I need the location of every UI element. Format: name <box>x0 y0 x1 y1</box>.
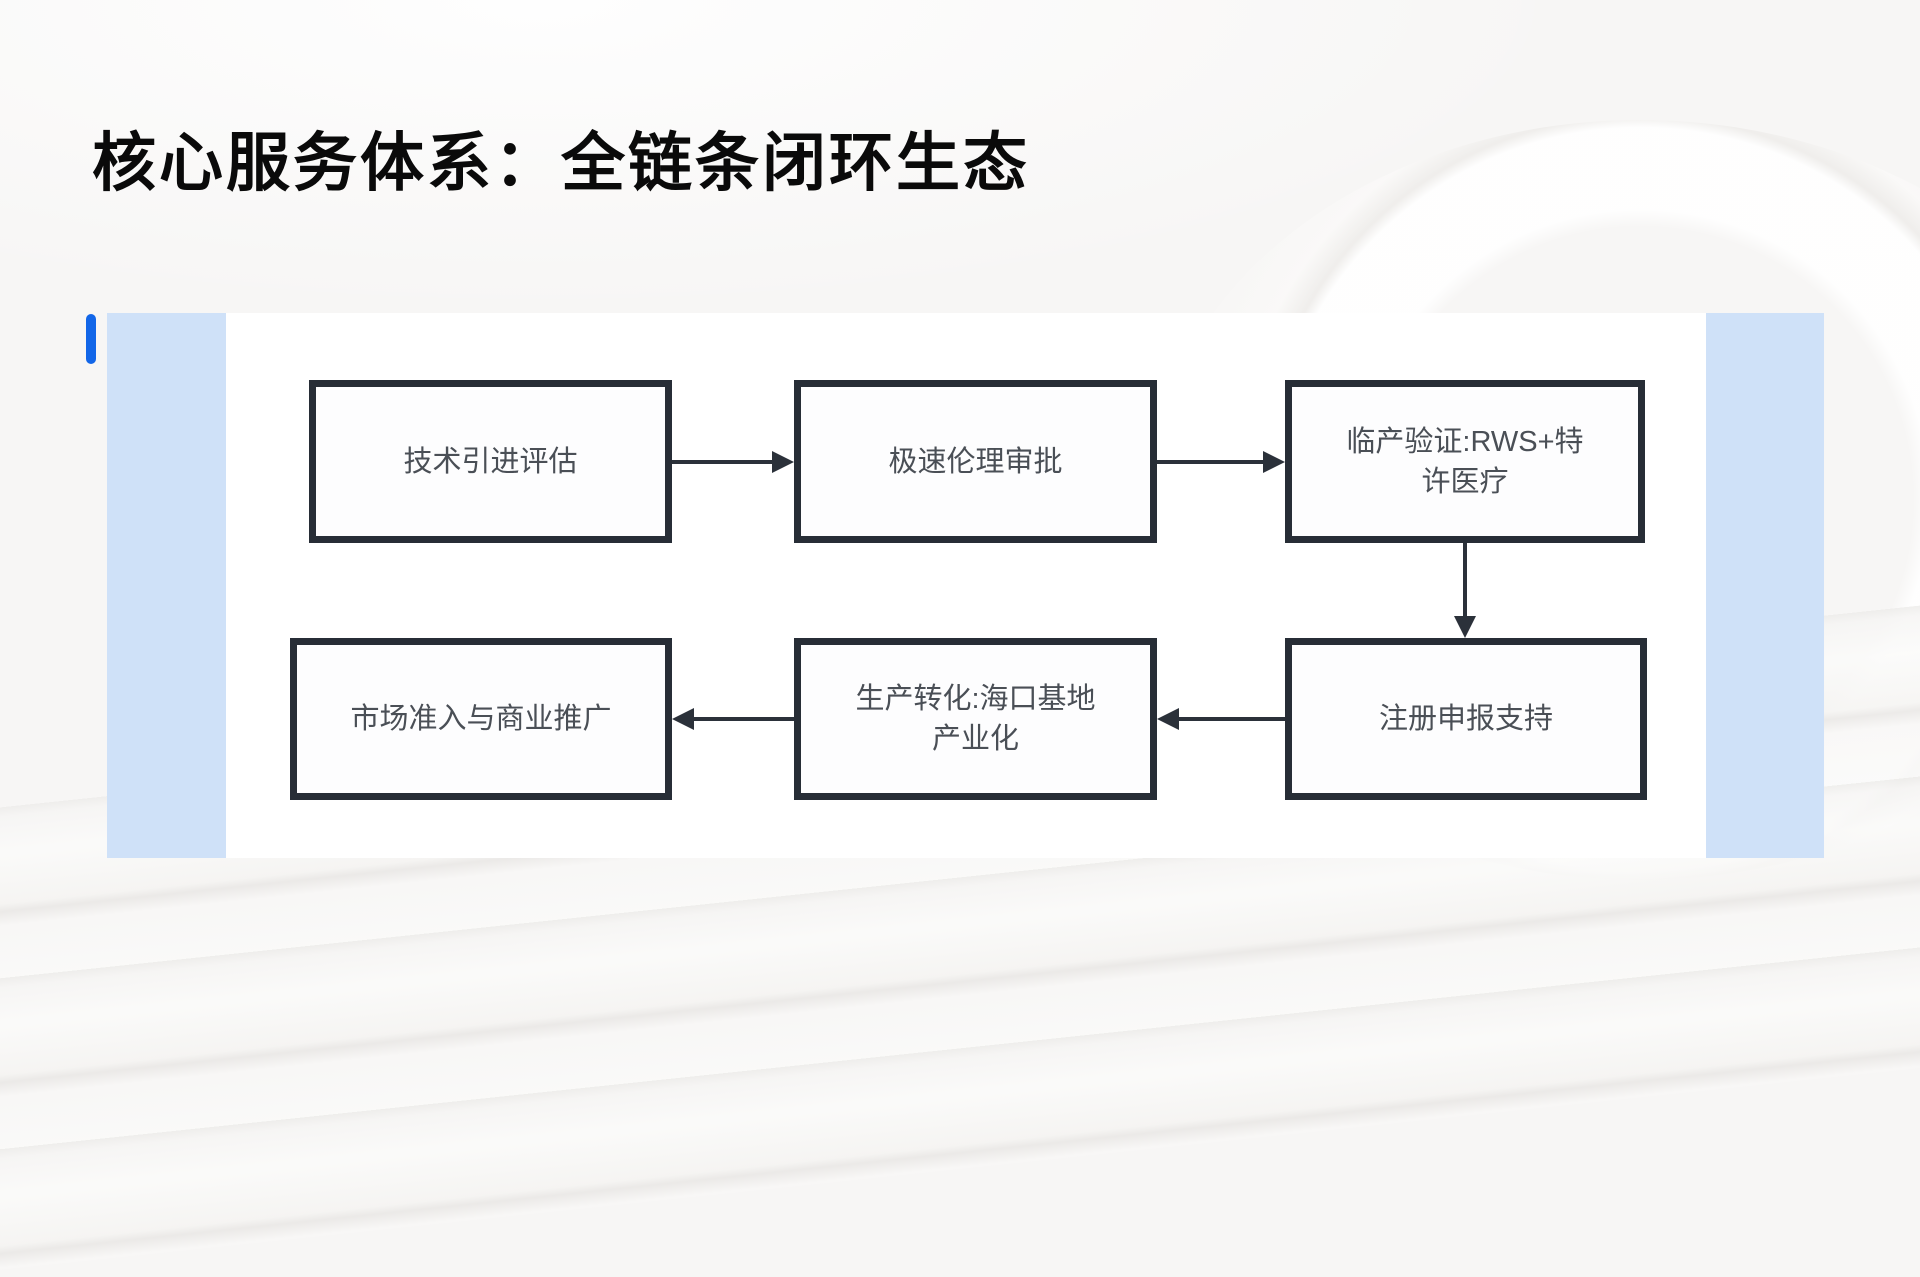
arrow-clinical-to-registration <box>1443 543 1487 638</box>
node-clinical-validation[interactable]: 临产验证:RWS+特 许医疗 <box>1285 380 1645 543</box>
node-label-line: 市场准入与商业推广 <box>350 703 612 735</box>
node-label: 临产验证:RWS+特 许医疗 <box>1346 422 1583 502</box>
arrow-tech-eval-to-ethics <box>672 440 794 484</box>
arrow-shaft <box>672 460 774 464</box>
arrow-shaft <box>1177 717 1285 721</box>
node-label-line: 极速伦理审批 <box>888 445 1063 478</box>
node-tech-intro-eval[interactable]: 技术引进评估 <box>309 380 672 543</box>
arrow-head-left-icon <box>672 708 694 730</box>
node-label-line: 注册申报支持 <box>1378 703 1553 735</box>
node-rapid-ethics-approval[interactable]: 极速伦理审批 <box>794 380 1157 543</box>
arrow-head-right-icon <box>1263 451 1285 473</box>
accent-bar <box>86 314 96 364</box>
arrow-ethics-to-clinical <box>1157 440 1285 484</box>
node-production-transform[interactable]: 生产转化:海口基地 产业化 <box>794 638 1157 800</box>
arrow-shaft <box>1157 460 1265 464</box>
node-registration-support[interactable]: 注册申报支持 <box>1285 638 1647 800</box>
node-label: 生产转化:海口基地 产业化 <box>855 679 1095 759</box>
node-label: 市场准入与商业推广 <box>350 699 611 739</box>
node-label: 技术引进评估 <box>403 442 577 482</box>
node-label: 极速伦理审批 <box>888 442 1062 482</box>
node-label-line: 临产验证:RWS+特 <box>1346 425 1584 458</box>
arrow-production-to-market <box>672 697 794 741</box>
arrow-shaft <box>692 717 794 721</box>
slide-title: 核心服务体系：全链条闭环生态 <box>92 126 1030 199</box>
arrow-head-left-icon <box>1157 708 1179 730</box>
arrow-shaft <box>1463 543 1467 618</box>
node-label-line: 生产转化:海口基地 <box>855 683 1096 715</box>
node-market-access[interactable]: 市场准入与商业推广 <box>290 638 672 800</box>
right-blue-strip <box>1706 313 1824 858</box>
left-blue-strip <box>107 313 226 858</box>
arrow-head-right-icon <box>772 451 794 473</box>
node-label-line: 许医疗 <box>1421 465 1509 498</box>
arrow-registration-to-production <box>1157 697 1285 741</box>
arrow-head-down-icon <box>1454 616 1476 638</box>
node-label-line: 产业化 <box>931 723 1019 755</box>
node-label-line: 技术引进评估 <box>403 445 578 478</box>
node-label: 注册申报支持 <box>1379 699 1553 739</box>
